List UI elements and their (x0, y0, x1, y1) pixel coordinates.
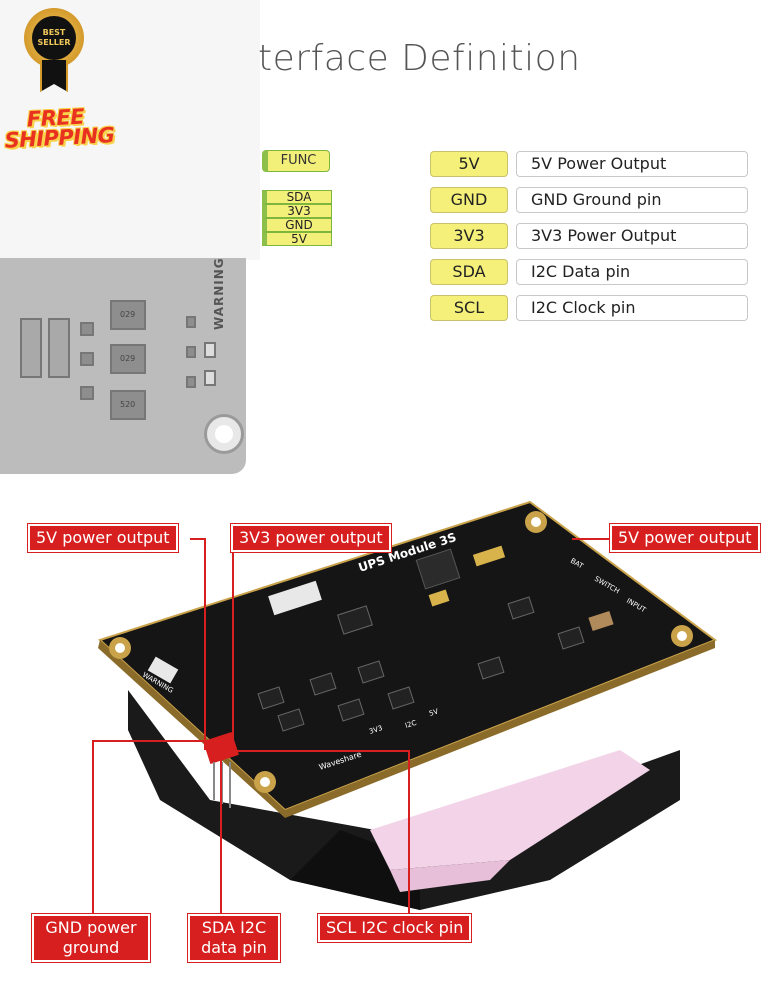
board-top-chip: 029 (110, 344, 146, 374)
svg-text:3V3: 3V3 (368, 724, 384, 736)
best-text: BEST (42, 28, 66, 37)
ribbon-icon (40, 60, 68, 92)
board-top-view: 029 029 520 (0, 258, 246, 474)
pin-label-3v3: 3V3 (262, 204, 332, 218)
pin-label-5v: 5V (262, 232, 332, 246)
callout-3v3: 3V3 power output (230, 523, 392, 553)
definition-row-scl: SCL I2C Clock pin (430, 295, 750, 321)
board-top-chip: 520 (110, 390, 146, 420)
ups-module-photo: UPS Module 3S Waveshare WARNING SWITCH I… (98, 500, 718, 910)
callout-sda: SDA I2C data pin (187, 913, 281, 963)
svg-text:I2C: I2C (404, 719, 417, 730)
pin-label-sda: SDA (262, 190, 332, 204)
callout-scl: SCL I2C clock pin (316, 913, 473, 943)
battery-holder (128, 690, 680, 910)
board-top-chip: 029 (110, 300, 146, 330)
definition-row-gnd: GND GND Ground pin (430, 187, 750, 213)
definition-row-sda: SDA I2C Data pin (430, 259, 750, 285)
pin-label-func: FUNC (262, 150, 330, 172)
battery-cell (370, 750, 650, 870)
pin-label-gnd: GND (262, 218, 332, 232)
definition-row-3v3: 3V3 3V3 Power Output (430, 223, 750, 249)
mount-hole-icon (204, 414, 244, 454)
definition-row-5v: 5V 5V Power Output (430, 151, 750, 177)
board-top-warning: WARNING (212, 257, 226, 330)
best-seller-badge: BEST SELLER (24, 8, 84, 92)
callout-5v-right: 5V power output (609, 523, 761, 553)
svg-text:5V: 5V (428, 707, 439, 718)
inductor (415, 548, 461, 590)
callout-5v-left: 5V power output (27, 523, 179, 553)
callout-gnd: GND power ground (31, 913, 151, 963)
page-title: terface Definition (258, 38, 581, 79)
seller-text: SELLER (37, 38, 71, 47)
free-shipping-badge: FREE SHIPPING (3, 104, 115, 153)
